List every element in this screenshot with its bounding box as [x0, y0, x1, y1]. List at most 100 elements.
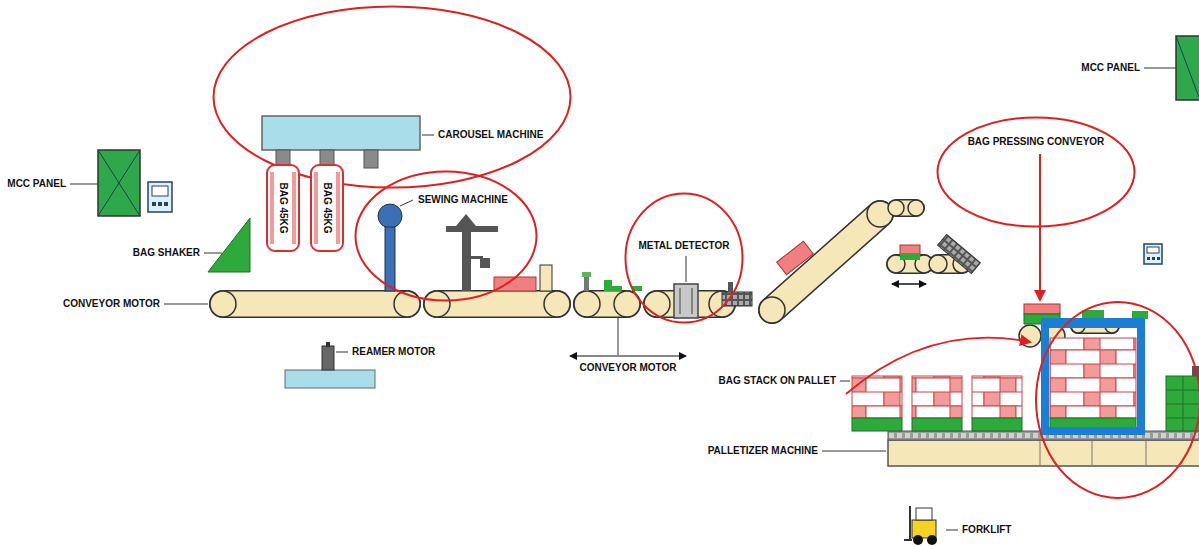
conveyor-roller	[424, 291, 450, 317]
carousel-machine	[262, 116, 434, 168]
conveyor-items	[604, 280, 612, 291]
node-outline	[624, 192, 744, 324]
mcc-panel	[1176, 36, 1199, 100]
metal-detector	[728, 282, 733, 292]
metal-detector	[686, 256, 687, 282]
control-display	[152, 202, 156, 206]
highlight-ellipse	[214, 7, 571, 188]
highlight-ellipse	[846, 302, 1199, 498]
transfer-items	[892, 283, 926, 285]
forklift	[909, 506, 911, 540]
bag-stack	[840, 381, 850, 382]
conveyor	[772, 214, 880, 310]
sewing-machine	[446, 226, 498, 232]
transfer-items	[1132, 311, 1148, 319]
conveyor	[437, 290, 557, 318]
control-display	[1147, 257, 1150, 260]
palletizer-frame	[1041, 318, 1145, 328]
control-display	[152, 186, 168, 196]
sewing-machine	[385, 227, 395, 291]
node-outline	[354, 170, 538, 302]
control-display	[1144, 244, 1162, 264]
control-display	[148, 182, 172, 212]
bag-stack	[912, 418, 962, 431]
reamer-motor	[336, 352, 348, 353]
highlight-ellipse	[1036, 302, 1199, 498]
metal-detector	[680, 288, 681, 314]
forklift	[904, 506, 958, 545]
metal-detector	[722, 292, 752, 306]
conveyor-roller	[210, 200, 1119, 347]
transfer-items	[938, 234, 981, 273]
carousel-machine	[320, 150, 334, 166]
bag-stack	[972, 376, 1022, 418]
bag-shaker	[204, 253, 222, 254]
bag-stripe	[336, 172, 340, 244]
conveyor-roller	[929, 255, 947, 273]
reamer-motor	[322, 346, 334, 370]
conveyor-roller	[644, 291, 670, 317]
bag-stack	[972, 418, 1022, 431]
metal-detector	[674, 284, 698, 318]
mcc-panel	[1176, 36, 1199, 100]
node-outline	[212, 5, 572, 189]
panel-label: MCC PANEL	[7, 178, 66, 190]
mcc-panel	[98, 150, 140, 216]
conveyor-roller	[544, 291, 570, 317]
highlight-ellipse	[846, 338, 1030, 394]
bag-stack	[1050, 338, 1136, 418]
conveyor-items	[582, 272, 591, 277]
mcc-panel	[1144, 36, 1199, 100]
bag: BAG 45KG	[266, 164, 300, 252]
control-display	[1157, 257, 1160, 260]
mcc-panel	[70, 184, 98, 185]
conveyor	[772, 214, 880, 310]
machine-label: METAL DETECTOR	[638, 240, 729, 252]
control-display	[164, 202, 168, 206]
motor-label: CONVEYOR MOTOR	[63, 298, 160, 310]
reamer-motor	[285, 370, 375, 388]
palletizer-machine	[1146, 440, 1147, 466]
conveyor-roller	[574, 291, 600, 317]
palletizer-machine	[822, 431, 1199, 466]
mcc-panel	[1144, 68, 1176, 69]
bag-stack	[912, 376, 962, 418]
sewing-ellipse: SEWING MACHINE	[354, 170, 538, 302]
control-display	[1152, 257, 1155, 260]
forklift	[913, 535, 923, 545]
part-label: BAG STACK ON PALLET	[719, 375, 836, 387]
bag-stripe	[314, 172, 318, 244]
highlight-ellipse	[626, 194, 743, 323]
conveyor-roller	[210, 291, 236, 317]
carousel-machine	[276, 150, 290, 166]
sewing-machine	[400, 200, 413, 206]
node-outline	[936, 116, 1136, 228]
highlight-ellipse	[356, 172, 537, 301]
bag-stripe	[292, 172, 296, 244]
conveyor	[223, 292, 407, 317]
bag-label: BAG 45KG	[321, 182, 333, 233]
mcc-panel	[98, 150, 140, 216]
bag-stack	[840, 338, 1199, 431]
conveyor-motor-leader	[164, 304, 208, 305]
bag-outline	[267, 165, 299, 251]
machine-label: SEWING MACHINE	[418, 194, 508, 206]
conveyor-roller	[759, 297, 785, 323]
part-label: BAG SHAKER	[133, 247, 200, 259]
machine-label: CAROUSEL MACHINE	[438, 129, 543, 141]
motor-label: REAMER MOTOR	[352, 346, 435, 358]
control-display	[1144, 244, 1162, 264]
bag-shaker	[204, 218, 250, 272]
palletizer-machine	[822, 451, 886, 452]
bag-stripe	[270, 172, 274, 244]
transfer-items	[777, 241, 814, 275]
conveyor-items	[584, 276, 589, 291]
panel-label: MCC PANEL	[1081, 62, 1140, 74]
transfer-items	[1024, 304, 1060, 314]
conveyor-roller	[888, 200, 904, 216]
bag-label: BAG 45KG	[277, 182, 289, 233]
bag-stack	[852, 418, 902, 431]
sewing-machine	[540, 265, 552, 291]
sewing-machine	[378, 204, 402, 228]
bag-stack	[1183, 376, 1184, 431]
